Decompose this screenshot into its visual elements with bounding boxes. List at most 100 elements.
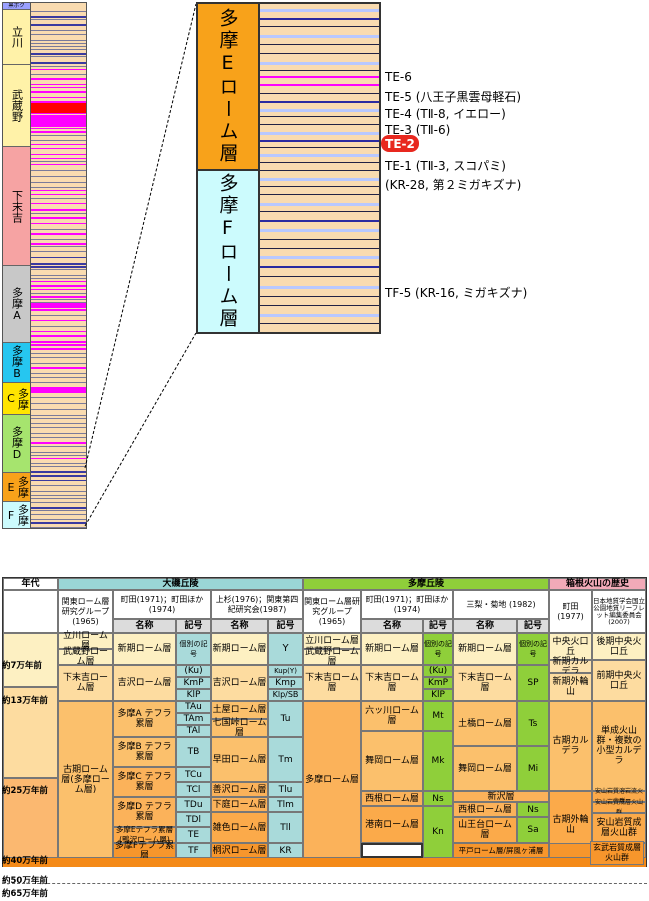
usym-tlu: Tlu (268, 782, 303, 797)
enlarged-stratum (260, 323, 379, 324)
era-tama-d: 多摩D (3, 415, 30, 473)
strip-stratum (31, 19, 86, 20)
tama-e-loam: 多摩Eローム層 (198, 4, 258, 171)
strip-stratum (31, 263, 86, 265)
kuroboku-label: 黒ボク (8, 3, 25, 9)
source-geo-society: 日本地質学会国立公園地質リーフレット編集委員会 (2007) (592, 590, 646, 633)
era-label: 多摩F (4, 504, 30, 526)
strip-stratum (31, 91, 86, 93)
usym-y: Y (268, 633, 303, 665)
hakone-early-central: 前期中央火口丘 (592, 660, 646, 701)
machida-tama-c: 多摩C テフラ累層 (113, 767, 176, 797)
strip-stratum (31, 289, 86, 290)
strip-stratum (31, 315, 86, 316)
strip-stratum (31, 281, 86, 282)
strip-stratum (31, 125, 86, 127)
strip-stratum (31, 309, 86, 311)
zoom-line-bottom (84, 332, 197, 527)
sym-tam: TAm (176, 713, 211, 725)
sym-te: TE (176, 827, 211, 843)
strip-stratum (31, 213, 86, 214)
strip-stratum (31, 275, 86, 276)
enlarged-stratum (260, 101, 379, 103)
mksym-ns: Ns (517, 802, 549, 817)
source-uesugi: 上杉(1976)；関東第四紀研究会(1987) (211, 590, 303, 619)
era-tama-c: 多摩C (3, 383, 30, 415)
strip-stratum (31, 507, 86, 509)
machida-tama-b: 多摩B テフラ累層 (113, 737, 176, 767)
strip-stratum (31, 164, 86, 165)
machida-tama-a: 多摩A テフラ累層 (113, 701, 176, 737)
strip-stratum (31, 397, 86, 398)
enlarged-stratum (260, 70, 379, 71)
strip-stratum (31, 190, 86, 191)
strip-stratum (31, 348, 86, 350)
header-age: 年代 (3, 578, 58, 590)
correlation-table: 年代 大磯丘陵 多摩丘陵 箱根火山の歴史 関東ローム層研究グループ (1965)… (2, 577, 647, 867)
strip-stratum (31, 128, 86, 129)
hakone-andesite-strato-small: 安山岩質成層火山群 (592, 799, 646, 816)
strip-stratum (31, 475, 86, 477)
uesugi-kichizawa: 吉沢ローム層 (211, 665, 268, 701)
strip-stratum (31, 495, 86, 496)
strip-stratum (31, 415, 86, 416)
anno-te1-alt: (KR-28, 第２ミガキズナ) (385, 178, 522, 192)
mk-new-loam: 新期ローム層 (453, 633, 517, 665)
age-band-1 (3, 633, 58, 687)
strip-stratum (31, 442, 86, 444)
machida-kichizawa: 吉沢ローム層 (113, 665, 176, 701)
age-band-2 (3, 687, 58, 778)
enlarged-stratum (260, 44, 379, 45)
enlarged-column: 多摩Eローム層 多摩Fローム層 (196, 2, 381, 334)
sym-tb: TB (176, 737, 211, 767)
sym-tal: TAl (176, 725, 211, 737)
enlarged-layer-graphic (260, 9, 379, 324)
col-name-1: 名称 (113, 619, 176, 633)
machida2-shimosueyoshi: 下末吉ローム層 (361, 665, 423, 701)
machida-new-loam: 新期ローム層 (113, 633, 176, 665)
strip-stratum (31, 161, 86, 162)
sym-tdu: TDu (176, 797, 211, 812)
enlarged-stratum (260, 162, 379, 163)
tama-f-loam: 多摩Fローム層 (198, 171, 258, 332)
sym-tau: TAu (176, 701, 211, 713)
hakone-new-somma: 新期外輪山 (549, 673, 592, 701)
mk-maioka: 舞岡ローム層 (453, 746, 517, 791)
strip-stratum (31, 278, 86, 279)
strip-stratum (31, 148, 86, 149)
strip-stratum (31, 452, 86, 453)
enlarged-stratum (260, 286, 379, 289)
enlarged-stratum (260, 84, 379, 86)
enlarged-stratum (260, 62, 379, 65)
strip-stratum (31, 527, 86, 528)
era-tachikawa: 立川 (3, 10, 30, 65)
enlarged-stratum (260, 93, 379, 94)
uesugi-shimoniwa: 下庭ローム層 (211, 797, 268, 812)
uesugi-kirisawa: 桐沢ローム層 (211, 843, 268, 858)
era-tama-e: 多摩E (3, 473, 30, 502)
sym-kmp: KmP (176, 677, 211, 689)
strip-stratum (31, 182, 86, 183)
source-mitsunashi: 三梨・菊地 (1982) (453, 590, 549, 619)
enlarged-stratum (260, 239, 379, 240)
mksym-mi: Mi (517, 746, 549, 791)
strip-stratum (31, 233, 86, 235)
hakone-monogenetic: 単成火山群・複数の小型カルデラ (592, 701, 646, 791)
col-sym-2: 記号 (268, 619, 303, 633)
strip-stratum (31, 331, 86, 332)
strip-stratum (31, 187, 86, 188)
era-tama-b: 多摩B (3, 343, 30, 383)
machida-tama-e: 多摩Eテフラ累層 (鴨沢ローム層) (113, 825, 176, 844)
machida2-nishine: 西根ローム層 (361, 791, 423, 806)
mk-sym-each: 個別の記号 (517, 633, 549, 665)
strip-stratum (31, 480, 86, 481)
sym-ku: (Ku) (176, 665, 211, 677)
strip-stratum (31, 43, 86, 44)
strip-stratum (31, 209, 86, 211)
strip-stratum (31, 62, 86, 64)
strip-stratum (31, 502, 86, 503)
kanto2-tachikawa: 立川ローム層 (303, 633, 361, 649)
strip-stratum (31, 239, 86, 240)
strip-stratum (31, 427, 86, 428)
mk-sannodai: 山王台ローム層 (453, 817, 517, 843)
